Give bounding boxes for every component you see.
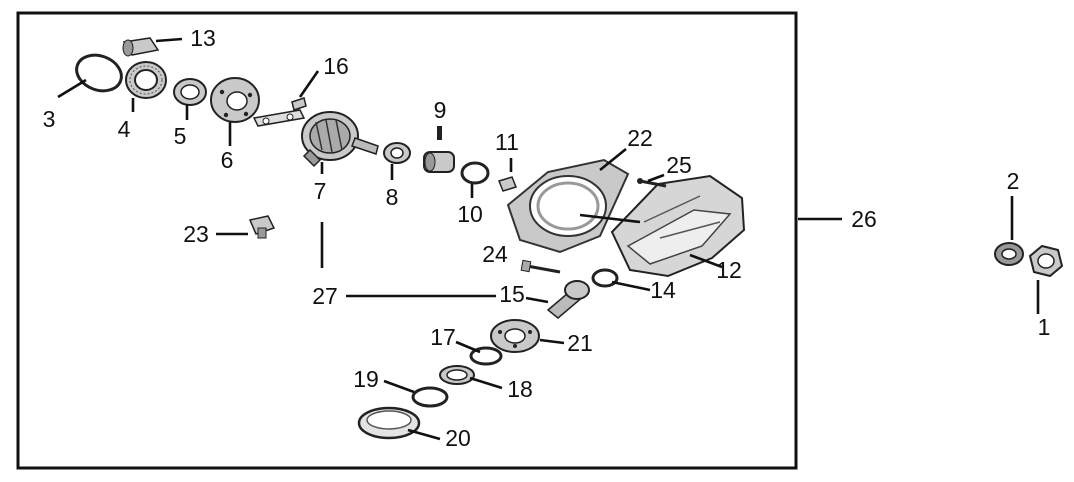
- callout-25: 25: [666, 152, 692, 178]
- callout-2: 2: [1007, 168, 1020, 194]
- leader-3: [57, 78, 87, 99]
- callout-12: 12: [716, 257, 742, 283]
- part-12-housing: [610, 174, 746, 278]
- part-4-bearing: [125, 61, 167, 99]
- part-20-seal: [357, 406, 421, 440]
- leader-22-body: [579, 213, 641, 224]
- part-25-pin: [637, 178, 667, 188]
- part-14-washer: [591, 268, 619, 288]
- leader-lines: [57, 37, 1040, 441]
- part-7-gear-shaft: [301, 111, 379, 168]
- part-1-nut: [1028, 244, 1064, 278]
- part-22-gasket: [506, 158, 630, 254]
- leader-19: [383, 379, 415, 394]
- callout-18: 18: [507, 376, 533, 402]
- callout-13: 13: [190, 25, 216, 51]
- part-21-flange: [490, 319, 540, 353]
- leader-12: [689, 253, 723, 269]
- leader-13: [155, 37, 183, 43]
- part-9-sleeve: [423, 126, 455, 173]
- callout-labels: 3 13 4 5 6 16 7 8 9 10 11 22 25 12 24 14…: [43, 25, 1051, 451]
- callout-11: 11: [495, 129, 519, 155]
- part-16-bolt: [252, 97, 307, 127]
- leader-17: [455, 340, 481, 354]
- part-18-ring: [439, 365, 475, 385]
- callout-3: 3: [43, 106, 56, 132]
- part-drawings: [75, 37, 1064, 440]
- callout-19: 19: [353, 366, 379, 392]
- part-23-fitting: [248, 215, 276, 239]
- callout-5: 5: [174, 123, 187, 149]
- part-6-flange: [210, 77, 260, 123]
- callout-16: 16: [323, 53, 349, 79]
- part-10-ring: [460, 161, 490, 185]
- leader-18: [469, 376, 503, 390]
- callout-14: 14: [650, 277, 676, 303]
- callout-4: 4: [118, 116, 131, 142]
- callout-6: 6: [221, 147, 234, 173]
- callout-17: 17: [430, 324, 456, 350]
- leader-21: [539, 338, 565, 345]
- part-3-oring: [75, 53, 123, 93]
- callout-7: 7: [314, 178, 327, 204]
- leader-22: [599, 147, 627, 172]
- callout-20: 20: [445, 425, 471, 451]
- part-19-oring: [411, 386, 449, 408]
- part-2-washer: [994, 242, 1024, 266]
- part-15-pinion: [546, 280, 590, 319]
- callout-26: 26: [851, 206, 877, 232]
- callout-23: 23: [183, 221, 209, 247]
- leader-20: [407, 428, 441, 441]
- callout-15: 15: [499, 281, 525, 307]
- leader-16: [298, 70, 320, 98]
- callout-22: 22: [627, 125, 653, 151]
- callout-9: 9: [434, 97, 447, 123]
- callout-1: 1: [1038, 314, 1051, 340]
- part-24-bolt: [520, 259, 561, 274]
- callout-27: 27: [312, 283, 338, 309]
- leader-25: [647, 173, 665, 183]
- callout-24: 24: [482, 241, 508, 267]
- leader-14: [611, 280, 651, 292]
- callout-10: 10: [457, 201, 483, 227]
- leader-15: [525, 296, 549, 304]
- part-13-cap: [122, 37, 160, 57]
- assembly-frame: [16, 11, 798, 470]
- callout-21: 21: [567, 330, 593, 356]
- part-11-block: [498, 176, 517, 192]
- part-5-ring: [173, 78, 207, 106]
- callout-8: 8: [386, 184, 399, 210]
- part-8-ring: [383, 142, 411, 164]
